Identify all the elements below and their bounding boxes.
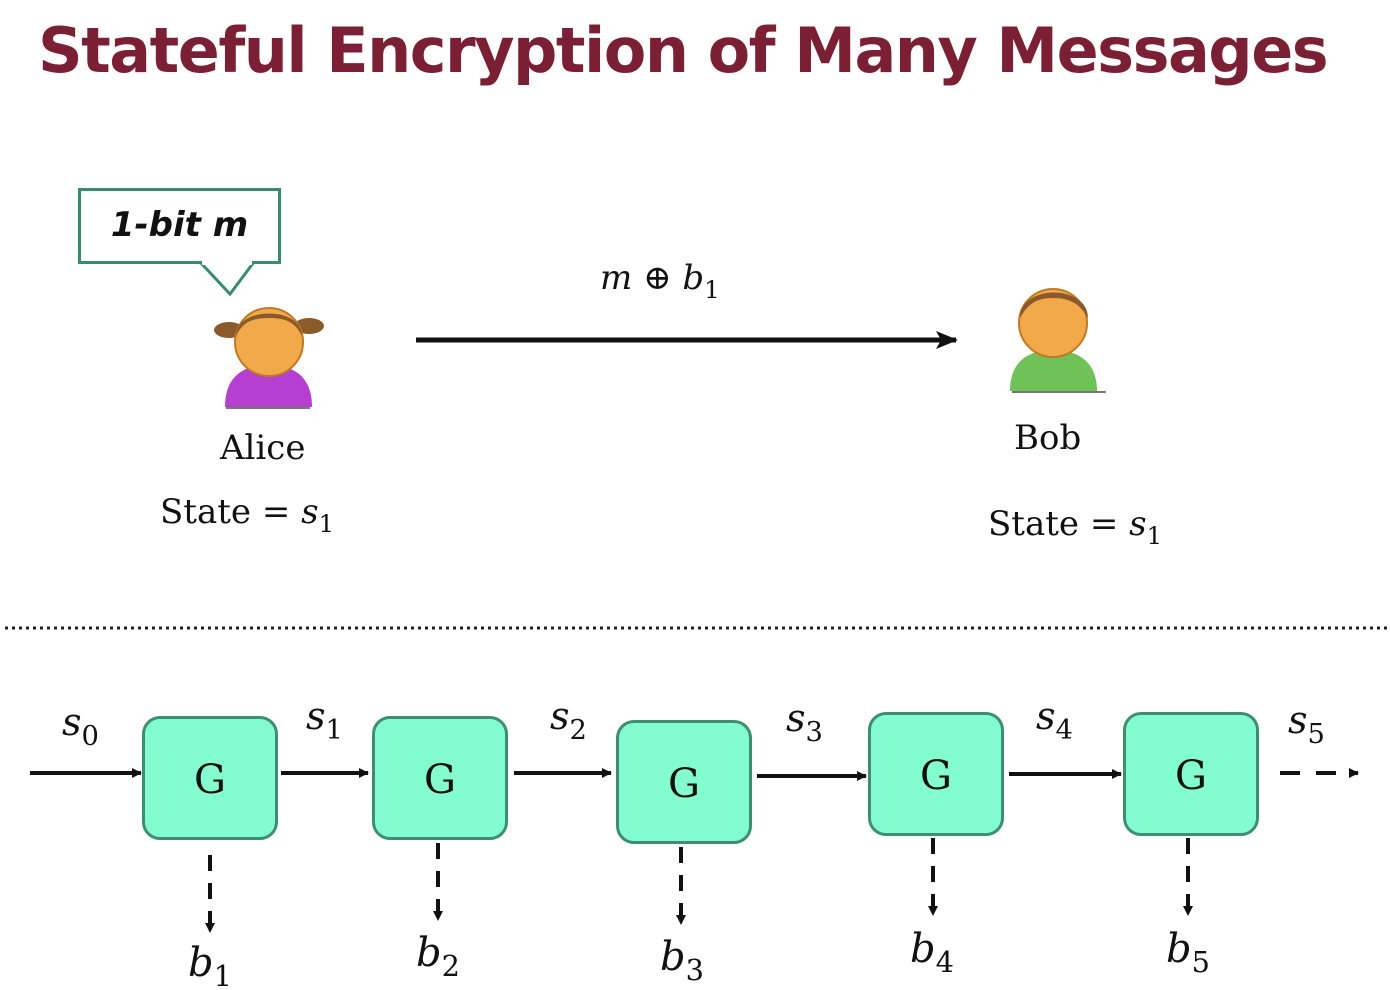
message-label: m ⊕ b1 — [600, 258, 720, 304]
output-var-4: b — [910, 926, 936, 972]
generator-label-5: G — [1175, 753, 1207, 799]
generator-label-3: G — [668, 761, 700, 807]
output-sub-4: 4 — [935, 945, 954, 980]
speech-bubble-text: 1-bit m — [110, 205, 249, 245]
state-sub-2: 2 — [569, 714, 587, 746]
generator-box-4: G — [868, 712, 1004, 836]
bob-avatar-icon — [1010, 288, 1106, 393]
bob-name: Bob — [1014, 418, 1082, 458]
state-label-5: s5 — [1288, 698, 1325, 750]
output-sub-5: 5 — [1191, 945, 1210, 980]
state-sub-1: 1 — [325, 714, 343, 746]
alice-state-sub: 1 — [318, 508, 335, 538]
generator-box-1: G — [142, 716, 278, 840]
output-label-3: b3 — [660, 934, 704, 987]
speech-bubble: 1-bit m — [78, 188, 281, 264]
slide-title: Stateful Encryption of Many Messages — [38, 14, 1329, 87]
alice-avatar-icon — [214, 307, 324, 409]
state-sub-4: 4 — [1055, 714, 1073, 746]
generator-label-1: G — [194, 757, 226, 803]
output-sub-1: 1 — [213, 959, 232, 990]
state-label-2: s2 — [550, 694, 587, 746]
bob-state-var: s — [1129, 504, 1147, 544]
output-var-3: b — [660, 934, 686, 980]
state-sub-0: 0 — [81, 720, 99, 752]
state-label-0: s0 — [62, 700, 99, 752]
output-label-1: b1 — [188, 940, 232, 990]
generator-label-4: G — [920, 753, 952, 799]
bob-state-label: State — [988, 504, 1080, 544]
state-sub-5: 5 — [1307, 718, 1325, 750]
bob-state: State = s1 — [988, 504, 1162, 550]
output-var-5: b — [1166, 926, 1192, 972]
state-label-3: s3 — [786, 696, 823, 748]
generator-label-2: G — [424, 757, 456, 803]
state-var-1: s — [306, 694, 326, 738]
state-var-5: s — [1288, 698, 1308, 742]
state-sub-3: 3 — [805, 716, 823, 748]
output-var-1: b — [188, 940, 214, 986]
generator-box-3: G — [616, 720, 752, 844]
alice-state: State = s1 — [160, 492, 334, 538]
xor-symbol: ⊕ — [643, 258, 672, 298]
bob-state-sub: 1 — [1146, 520, 1163, 550]
state-var-0: s — [62, 700, 82, 744]
state-label-1: s1 — [306, 694, 343, 746]
output-label-5: b5 — [1166, 926, 1210, 979]
alice-name: Alice — [220, 428, 306, 468]
speech-bubble-tail — [198, 260, 256, 297]
generator-box-2: G — [372, 716, 508, 840]
alice-state-label: State — [160, 492, 252, 532]
bob-state-equals: = — [1089, 504, 1119, 544]
output-sub-3: 3 — [685, 953, 704, 988]
output-label-2: b2 — [416, 930, 460, 983]
output-var-2: b — [416, 930, 442, 976]
state-var-2: s — [550, 694, 570, 738]
alice-state-var: s — [301, 492, 319, 532]
state-var-4: s — [1036, 694, 1056, 738]
output-label-4: b4 — [910, 926, 954, 979]
generator-box-5: G — [1123, 712, 1259, 836]
output-sub-2: 2 — [441, 949, 460, 984]
state-var-3: s — [786, 696, 806, 740]
message-b-sub: 1 — [704, 274, 720, 304]
message-m: m — [600, 258, 633, 298]
state-label-4: s4 — [1036, 694, 1073, 746]
alice-state-equals: = — [261, 492, 291, 532]
message-b: b — [682, 258, 705, 298]
